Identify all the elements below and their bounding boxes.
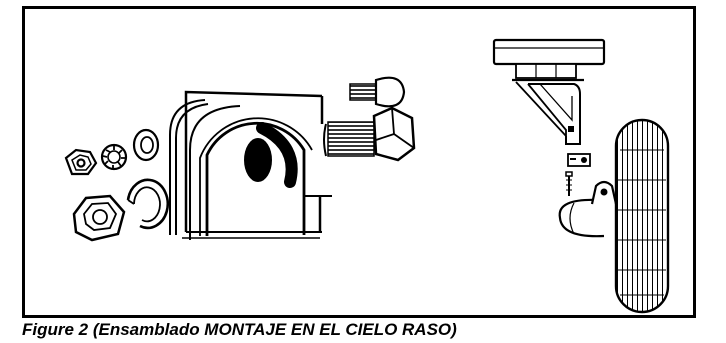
hardware-exploded-view [64,76,416,242]
split-lock-washer [126,178,170,230]
flat-washer [132,128,160,162]
motor-hub [558,180,618,238]
figure-caption: Figure 2 (Ensamblado MONTAJE EN EL CIELO… [22,320,457,339]
large-hex-nut [72,194,126,242]
hex-bolt [323,106,416,162]
finned-motor-body [614,118,670,314]
ceiling-canopy [492,38,606,82]
mounting-clip [567,153,591,167]
mounting-plate [169,90,332,240]
mounting-screw [565,171,573,196]
mounting-hole [244,138,272,182]
carriage-bolt [349,76,406,108]
star-lock-washer [100,143,128,171]
small-hex-nut [64,148,98,176]
curved-slot [256,122,298,188]
support-bracket [515,81,581,145]
figure-frame [22,6,696,318]
ceiling-mount-assembly [492,38,670,314]
